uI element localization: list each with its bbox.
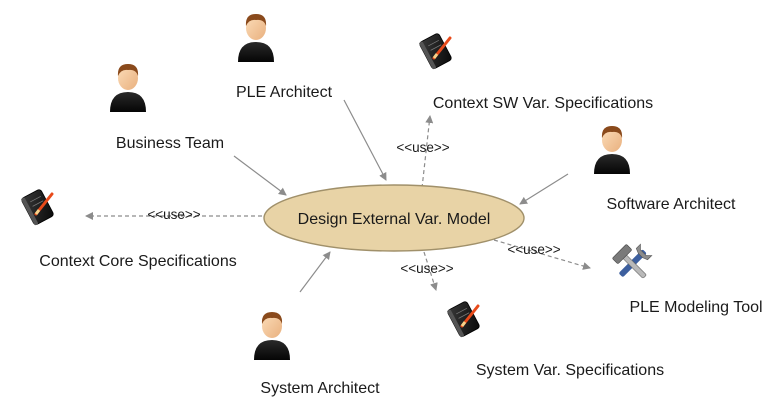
artifact-context-core: Context Core Specifications bbox=[39, 253, 236, 270]
use-label-system-var: <<use>> bbox=[400, 261, 453, 276]
person-icon bbox=[254, 312, 290, 360]
actor-ple-architect: PLE Architect bbox=[236, 84, 333, 101]
tool-ple-modeling: PLE Modeling Tool bbox=[629, 299, 762, 316]
actor-business-team: Business Team bbox=[116, 135, 224, 152]
edge-use-context-sw bbox=[421, 115, 434, 189]
edge-software-architect bbox=[519, 173, 569, 205]
artifact-context-sw: Context SW Var. Specifications bbox=[433, 95, 653, 112]
use-label-tool: <<use>> bbox=[507, 242, 560, 257]
person-icon bbox=[110, 64, 146, 112]
use-case-ellipse[interactable] bbox=[263, 184, 525, 252]
use-case-label: Design External Var. Model bbox=[298, 211, 491, 228]
edge-use-tool bbox=[493, 239, 591, 270]
person-icon bbox=[238, 14, 274, 62]
wrench-hammer-icon bbox=[611, 243, 653, 285]
actor-system-architect: System Architect bbox=[260, 380, 380, 397]
artifact-system-var: System Var. Specifications bbox=[476, 362, 664, 379]
use-label-context-sw: <<use>> bbox=[396, 140, 449, 155]
notebook-pen-icon bbox=[445, 299, 482, 340]
notebook-pen-icon bbox=[417, 31, 454, 72]
edge-system-architect bbox=[299, 251, 331, 293]
edge-ple-architect bbox=[343, 99, 387, 181]
use-label-context-core: <<use>> bbox=[147, 207, 200, 222]
actor-software-architect: Software Architect bbox=[607, 196, 737, 213]
notebook-pen-icon bbox=[19, 187, 56, 228]
person-icon bbox=[594, 126, 630, 174]
edge-business-team bbox=[233, 155, 287, 196]
